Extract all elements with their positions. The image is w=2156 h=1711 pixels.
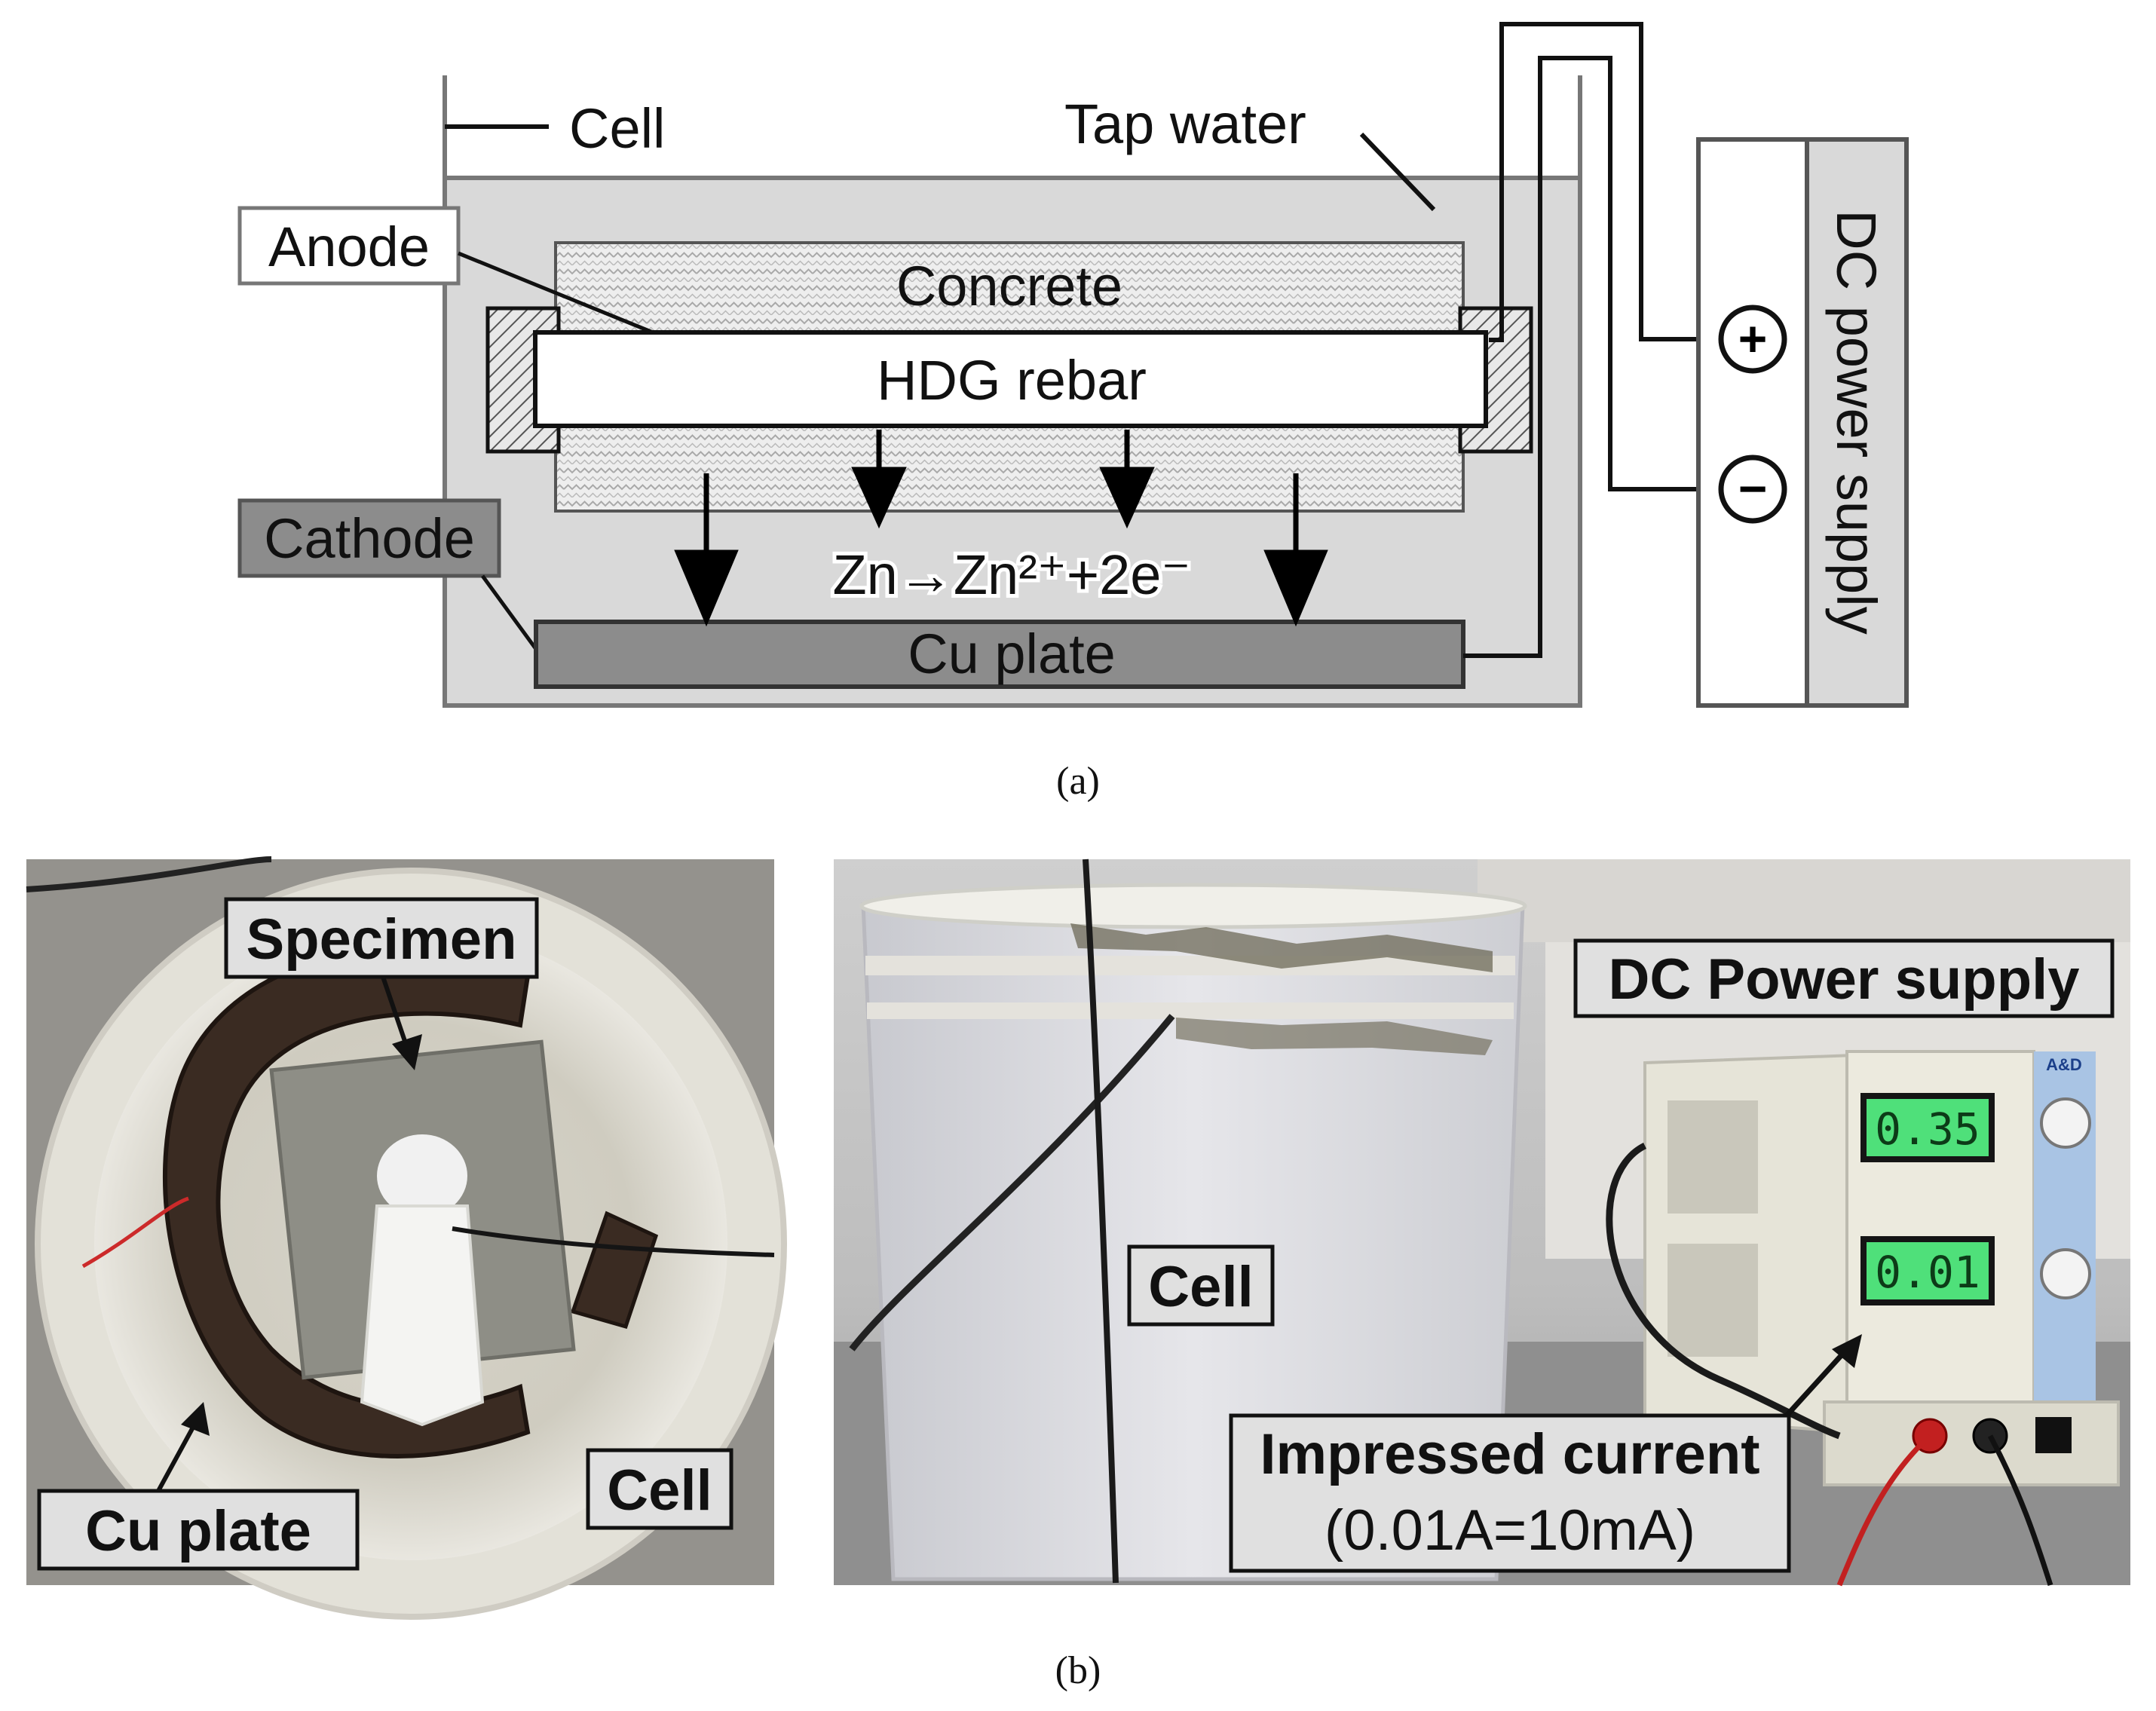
bucket-dirt-streaks — [1070, 923, 1493, 972]
voltage-display: 0.35 — [1875, 1103, 1980, 1155]
current-display: 0.01 — [1875, 1247, 1980, 1298]
anode-label-box — [237, 206, 461, 286]
specimen-label-box — [224, 897, 539, 979]
brand-label: A&D — [2046, 1055, 2082, 1074]
cathode-lead-wire — [81, 1196, 189, 1269]
anode-label: Anode — [268, 216, 430, 278]
rebar-epoxy-end — [377, 1134, 467, 1217]
current-lcd-glass — [1867, 1242, 1989, 1299]
anode-lead-wire — [452, 1226, 775, 1257]
dc-power-supply: DC power supply + − — [1696, 137, 1909, 708]
voltage-lcd-glass — [1867, 1099, 1989, 1156]
power-supply-label: DC power supply — [1825, 210, 1888, 634]
cathode-leader — [480, 574, 542, 656]
ion-arrow-1-head — [851, 467, 907, 529]
negative-terminal-symbol: − — [1738, 461, 1768, 516]
cu-plate-photo-label: Cu plate — [85, 1499, 311, 1563]
caption-b: (b) — [1055, 1649, 1101, 1692]
cu-plate-arrow — [156, 1423, 197, 1492]
photo-top-view: Specimen Cu plate Cell — [26, 856, 787, 1620]
rebar-label: HDG rebar — [877, 349, 1147, 412]
cu-plate-label: Cu plate — [908, 623, 1116, 685]
cell-photo-right-label-box — [1127, 1244, 1275, 1327]
negative-terminal — [1718, 455, 1787, 524]
positive-terminal — [1718, 305, 1787, 374]
specimen-arrow-head — [392, 1034, 422, 1070]
schematic-diagram: Cell Tap water Concrete HDG rebar Anode … — [237, 22, 1909, 803]
specimen-arrow — [381, 976, 409, 1048]
ion-arrow-2-head — [1099, 467, 1155, 529]
cathode-wire — [1463, 56, 1715, 658]
anode-leader — [458, 251, 654, 335]
photo-side-view: 0.35 0.01 A&D Cell DC Power supply Impre… — [834, 859, 2130, 1587]
power-supply-body — [1696, 137, 1809, 708]
power-supply-photo-label-box — [1573, 938, 2115, 1018]
concrete-label: Concrete — [896, 255, 1122, 317]
power-supply-vent-upper — [1668, 1100, 1758, 1214]
tap-water-leader — [1359, 132, 1436, 212]
cu-plate-ring — [163, 947, 531, 1458]
power-switch — [2035, 1417, 2072, 1453]
current-knob — [2040, 1248, 2091, 1299]
voltage-knob — [2040, 1097, 2091, 1149]
cell-photo-right-label: Cell — [1148, 1255, 1253, 1319]
ion-arrow-4-head — [1263, 549, 1328, 627]
power-supply-label-panel — [1805, 137, 1909, 708]
impressed-current-label-box — [1229, 1413, 1791, 1573]
cell-photo-left-label-box — [586, 1448, 733, 1530]
tap-water-label: Tap water — [1064, 93, 1306, 155]
power-supply-base — [1823, 1400, 2120, 1486]
reaction-equation: Zn→Zn²⁺+2e⁻ — [832, 543, 1190, 606]
background-equipment — [1478, 859, 2130, 942]
power-supply-vent-lower — [1668, 1244, 1758, 1357]
ion-flow-arrows — [674, 430, 1328, 627]
cell-photo-left-label: Cell — [607, 1458, 712, 1523]
positive-terminal-symbol: + — [1738, 311, 1768, 366]
current-value-label: (0.01A=10mA) — [1325, 1498, 1695, 1563]
ion-arrow-3-head — [674, 549, 739, 627]
specimen-label: Specimen — [246, 908, 516, 972]
dc-power-supply-photo: 0.35 0.01 A&D — [1606, 1050, 2120, 1587]
black-test-lead — [1987, 1434, 2053, 1587]
cathode-label: Cathode — [264, 507, 475, 570]
hdg-rebar — [533, 330, 1488, 428]
supply-cable — [1606, 1142, 1841, 1440]
red-test-lead — [1836, 1434, 1932, 1587]
bucket-top-rim — [859, 883, 1527, 929]
anode-wire — [1489, 22, 1715, 342]
bucket-rim-band-2 — [867, 1002, 1514, 1019]
cathode-label-box — [237, 498, 501, 578]
vertical-cable — [1083, 859, 1119, 1584]
impressed-current-arrow-head — [1832, 1334, 1862, 1368]
bucket-cable — [849, 1014, 1175, 1351]
caption-a: (a) — [1056, 760, 1100, 803]
power-supply-photo-label: DC Power supply — [1609, 947, 2080, 1012]
cu-plate-photo-label-box — [37, 1489, 360, 1571]
cell-label: Cell — [569, 97, 665, 160]
background-cable — [26, 856, 272, 892]
impressed-current-arrow — [1784, 1347, 1849, 1418]
impressed-current-label: Impressed current — [1260, 1422, 1759, 1486]
white-support-stand — [360, 1204, 485, 1427]
bucket-dirt-streaks-2 — [1176, 1018, 1493, 1055]
cu-plate-arrow-head — [181, 1402, 210, 1436]
